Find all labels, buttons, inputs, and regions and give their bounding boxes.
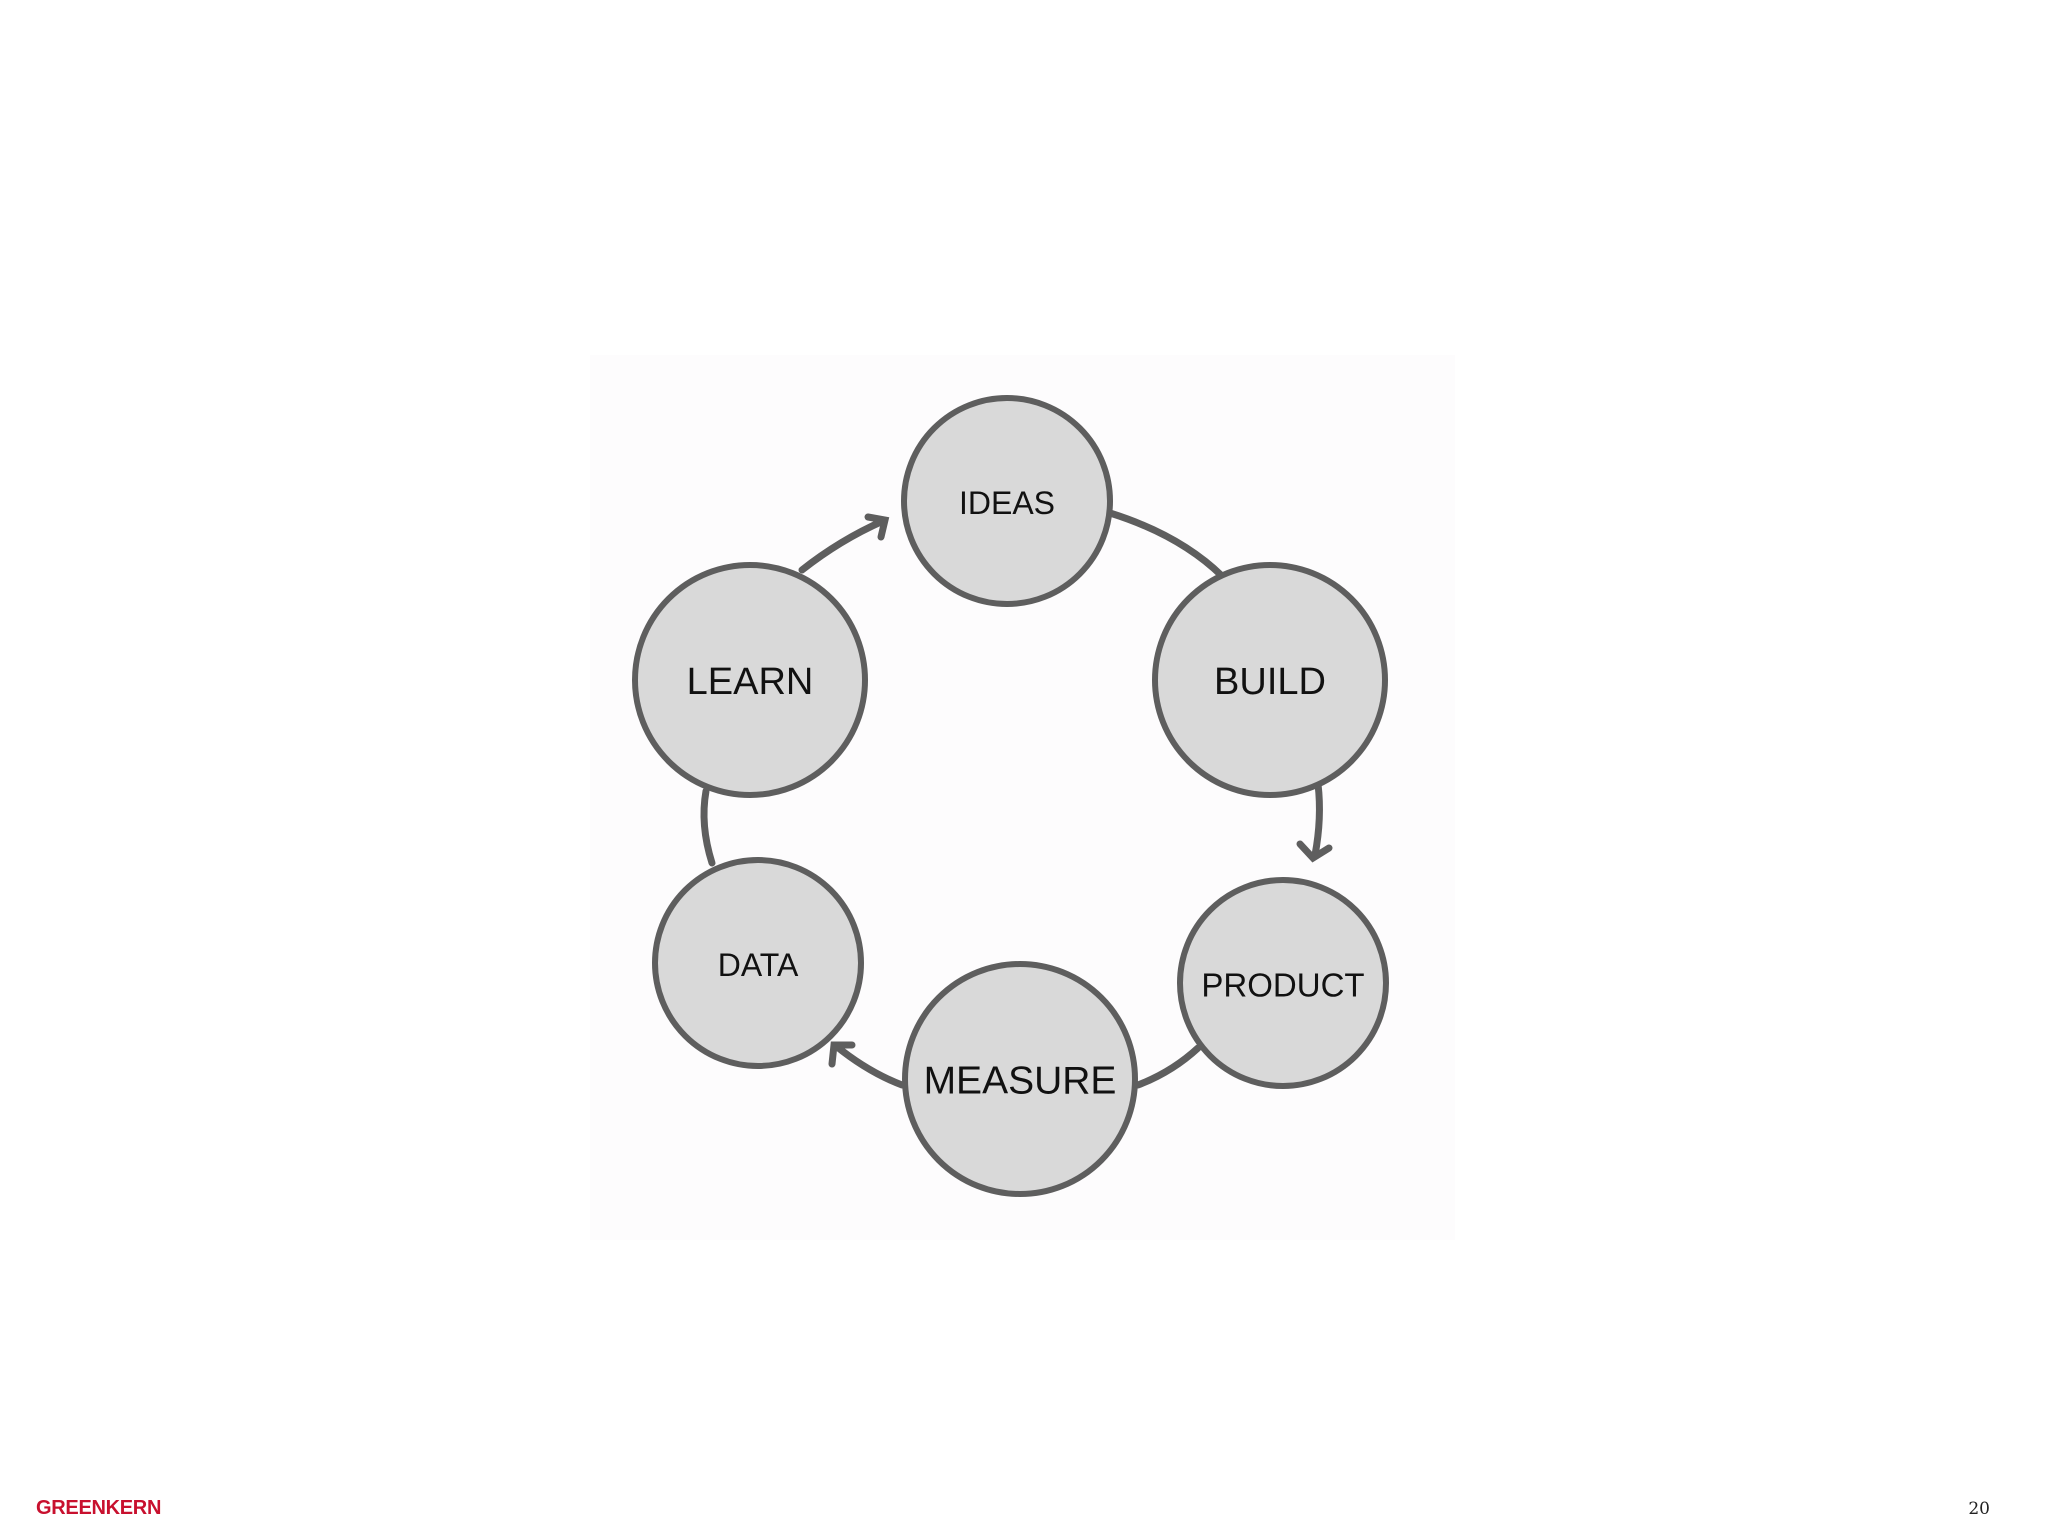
node-learn-label: LEARN — [687, 661, 814, 703]
node-measure-label: MEASURE — [924, 1060, 1117, 1103]
node-learn: LEARN — [632, 562, 868, 798]
node-build: BUILD — [1152, 562, 1388, 798]
node-learn-circle — [632, 562, 868, 798]
connector-product-measure — [1134, 1044, 1202, 1089]
connector-ideas-build — [1106, 509, 1226, 580]
greenkern-logo[interactable]: GREENKERN — [36, 1497, 162, 1519]
node-data-circle — [652, 857, 864, 1069]
connector-measure-data — [832, 1042, 906, 1089]
nodes: IDEAS BUILD PRODUCT MEASURE DATA LEARN — [632, 395, 1389, 1197]
node-measure: MEASURE — [902, 961, 1138, 1197]
connectors — [700, 509, 1333, 1089]
node-measure-circle — [902, 961, 1138, 1197]
node-product: PRODUCT — [1177, 877, 1389, 1089]
node-build-circle — [1152, 562, 1388, 798]
page-number: 20 — [1968, 1499, 1990, 1519]
node-product-label: PRODUCT — [1201, 967, 1364, 1004]
node-ideas: IDEAS — [901, 395, 1113, 607]
connector-data-learn — [700, 787, 716, 867]
connector-build-product — [1311, 780, 1323, 859]
node-data-label: DATA — [718, 947, 799, 983]
node-ideas-circle — [901, 395, 1113, 607]
node-data: DATA — [652, 857, 864, 1069]
node-product-circle — [1177, 877, 1389, 1089]
connector-learn-ideas — [798, 517, 887, 574]
arrow-into-data — [828, 1041, 856, 1068]
node-ideas-label: IDEAS — [959, 485, 1055, 521]
arrow-into-product — [1296, 840, 1333, 863]
node-build-label: BUILD — [1214, 661, 1326, 703]
arrow-into-ideas — [864, 513, 890, 541]
